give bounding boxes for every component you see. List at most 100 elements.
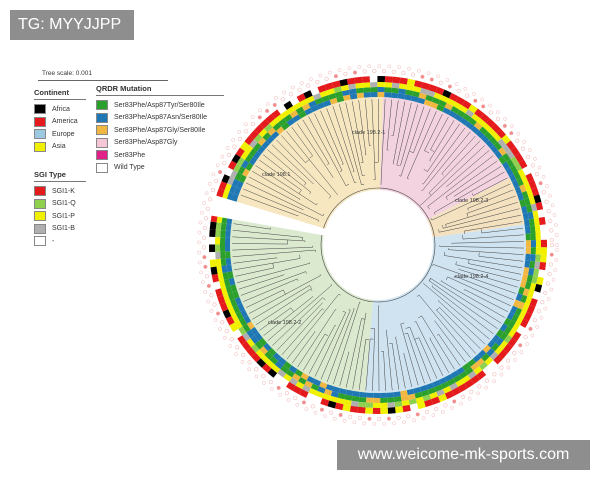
tree-branch-arc xyxy=(338,293,341,296)
clade-label-198-1: clade 198.1 xyxy=(262,172,290,178)
outer-dot xyxy=(338,412,343,417)
tree-branch xyxy=(248,176,323,217)
ring-cell xyxy=(336,397,345,405)
tree-branch-arc xyxy=(310,288,313,292)
tree-branch xyxy=(232,249,316,257)
outer-dot xyxy=(204,191,209,196)
ring-cell xyxy=(250,326,259,336)
ring-cell xyxy=(234,297,242,306)
outer-dot xyxy=(429,77,434,82)
tree-branch-arc xyxy=(400,322,405,325)
ring-cell xyxy=(442,89,452,99)
ring-cell xyxy=(470,374,481,385)
ring-cell xyxy=(248,148,258,157)
ring-cell xyxy=(503,326,512,335)
ring-cell xyxy=(235,311,244,321)
tree-branch-arc xyxy=(345,183,350,186)
outer-dot xyxy=(347,66,352,71)
outer-dot xyxy=(528,326,533,331)
tree-branch xyxy=(455,264,520,282)
ring-cell xyxy=(401,399,410,407)
ring-cell xyxy=(239,141,250,152)
ring-cell xyxy=(370,82,378,88)
ring-cell xyxy=(237,166,246,175)
ring-cell xyxy=(216,265,223,274)
ring-cell xyxy=(208,244,216,253)
ring-cell xyxy=(526,305,536,315)
legend-item-africa: Africa xyxy=(34,103,86,116)
outer-dot xyxy=(286,398,291,402)
ring-cell xyxy=(272,122,282,131)
tree-branch-arc xyxy=(305,271,307,274)
ring-cell xyxy=(410,95,419,103)
tree-branch xyxy=(291,331,316,364)
ring-cell xyxy=(465,109,475,118)
sgi1-p-swatch xyxy=(34,211,46,222)
tree-branch xyxy=(326,308,355,382)
ring-cell xyxy=(482,344,491,354)
outer-dot xyxy=(232,144,237,149)
ring-cell xyxy=(536,276,544,286)
ring-cell xyxy=(538,216,546,226)
tree-branch xyxy=(462,234,524,240)
outer-dot xyxy=(473,98,478,103)
outer-dot xyxy=(234,352,239,357)
tree-branch xyxy=(240,271,306,296)
ring-cell xyxy=(239,174,247,183)
tree-branch xyxy=(439,246,524,249)
outer-dot xyxy=(510,124,514,129)
tree-branch-arc xyxy=(419,204,421,206)
outer-dot xyxy=(237,130,242,134)
outer-dot xyxy=(476,391,480,396)
ring-cell xyxy=(252,151,262,160)
ring-cell xyxy=(258,128,268,138)
ring-cell xyxy=(507,320,516,329)
ring-cell xyxy=(306,375,315,384)
outer-dot xyxy=(352,420,357,425)
outer-dot xyxy=(438,80,443,85)
outer-dot xyxy=(197,240,201,245)
tree-branch xyxy=(421,315,455,370)
ring-cell xyxy=(495,329,504,338)
outer-dot xyxy=(228,344,233,348)
outer-dot xyxy=(377,64,382,68)
outer-dot xyxy=(477,384,482,389)
tree-branch-arc xyxy=(322,213,325,217)
outer-dot xyxy=(204,274,209,279)
tree-branch xyxy=(400,323,419,386)
outer-dot xyxy=(333,74,338,79)
outer-dot xyxy=(332,416,337,421)
outer-dot xyxy=(555,243,559,247)
clade-label-198-2-4: clade 198.2-4 xyxy=(455,274,488,280)
tree-branch-arc xyxy=(431,285,434,287)
ring-cell xyxy=(531,275,538,284)
tree-branch xyxy=(286,131,338,195)
ring-cell xyxy=(220,258,227,266)
outer-dot xyxy=(410,72,416,77)
ring-cell xyxy=(529,282,537,292)
tree-branch-arc xyxy=(407,177,410,180)
ring-cell xyxy=(431,97,441,105)
ring-cell xyxy=(522,288,530,297)
ring-cell xyxy=(527,289,535,299)
outer-dot xyxy=(530,333,535,338)
ring-cell xyxy=(534,261,541,270)
outer-dot xyxy=(210,188,215,193)
tree-branch xyxy=(458,269,518,288)
ring-cell xyxy=(209,221,217,230)
ring-cell xyxy=(421,82,431,90)
ring-cell xyxy=(220,223,227,231)
ring-cell xyxy=(527,211,534,220)
outer-dot xyxy=(280,97,285,102)
legend-item-sgi1-b: SGI1-B xyxy=(34,223,86,236)
ring-cell xyxy=(510,156,519,166)
ring-cell xyxy=(310,383,320,391)
ring-cell xyxy=(249,139,258,149)
outer-dot xyxy=(499,372,504,377)
ring-cell xyxy=(492,133,502,142)
clade-label-198-2-3: clade 198.2-3 xyxy=(455,198,488,204)
tree-branch-arc xyxy=(409,151,414,153)
ring-cell xyxy=(237,303,245,312)
ring-cell xyxy=(532,210,539,219)
ring-cell xyxy=(509,165,518,174)
